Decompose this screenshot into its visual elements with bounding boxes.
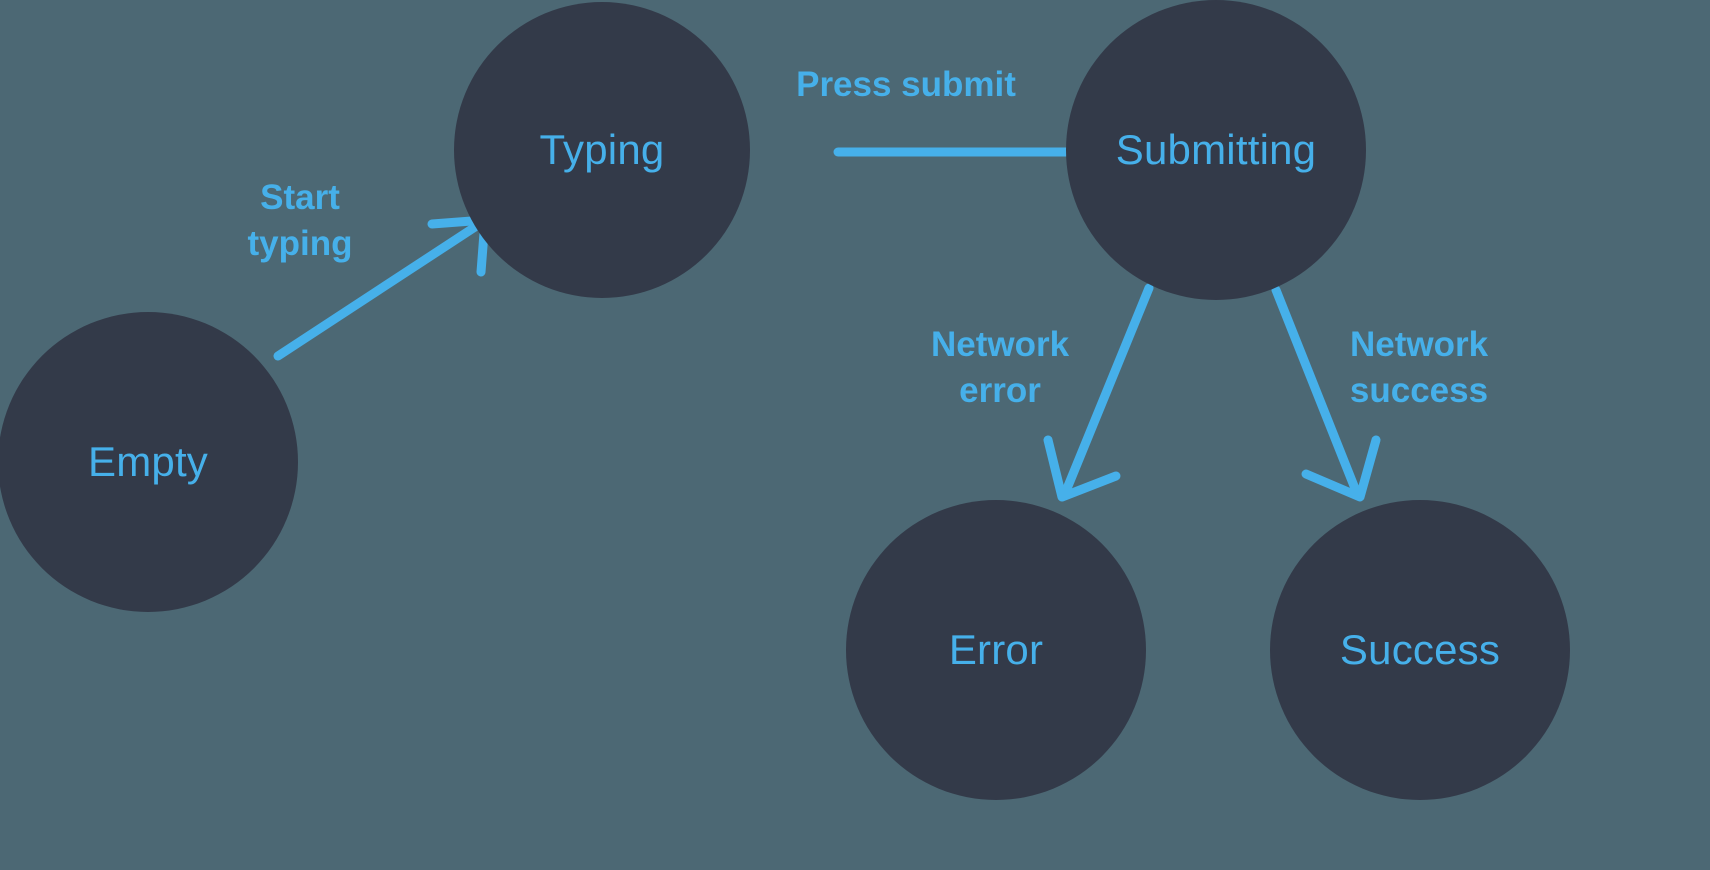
- edge-network-error-line: [1061, 283, 1154, 496]
- edge-label-press-submit: Press submit: [796, 65, 1016, 104]
- state-label-typing: Typing: [539, 126, 665, 173]
- state-node-error[interactable]: Error: [846, 500, 1146, 800]
- state-label-submitting: Submitting: [1115, 126, 1317, 173]
- state-node-success[interactable]: Success: [1270, 500, 1570, 800]
- edge-label-network-success: Network success: [1349, 325, 1489, 411]
- edge-label-start-typing: Start typing: [247, 178, 353, 264]
- state-label-success: Success: [1339, 626, 1501, 673]
- state-node-submitting[interactable]: Submitting: [1066, 0, 1366, 300]
- edge-network-success-arrowhead: [1301, 435, 1381, 502]
- edge-network-success-line: [1271, 285, 1361, 496]
- state-node-typing[interactable]: Typing: [454, 2, 750, 298]
- state-label-empty: Empty: [87, 438, 209, 485]
- edge-network-error: [1043, 283, 1154, 502]
- state-label-error: Error: [948, 626, 1044, 673]
- edge-network-success: [1271, 285, 1381, 502]
- state-node-empty[interactable]: Empty: [0, 312, 298, 612]
- edge-network-error-arrowhead: [1043, 435, 1121, 502]
- edge-label-network-error: Network error: [930, 325, 1070, 411]
- edge-start-typing-line: [273, 220, 483, 361]
